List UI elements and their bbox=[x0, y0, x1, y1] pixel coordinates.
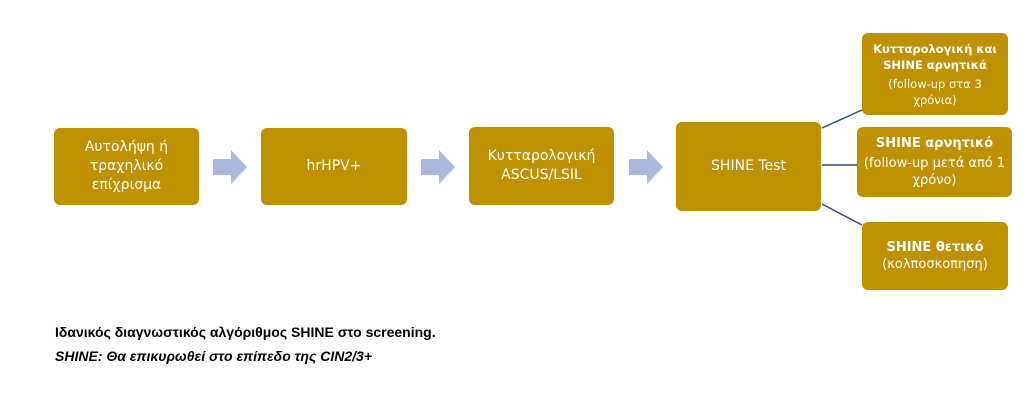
connector-line bbox=[821, 203, 863, 226]
figure-note: SHINE: Θα επικυρωθεί στο επίπεδο της CIN… bbox=[55, 348, 373, 364]
flow-step-cytology: Κυτταρολογική ASCUS/LSIL bbox=[469, 127, 614, 205]
outcome-title: Κυτταρολογική και SHINE αρνητικά bbox=[873, 41, 997, 72]
outcome-subtitle: (κολποσκοπηση) bbox=[882, 256, 988, 272]
outcome-shine-positive: SHINE θετικό (κολποσκοπηση) bbox=[862, 222, 1008, 290]
outcome-shine-negative: SHINE αρνητικό (follow-up μετά από 1 χρό… bbox=[857, 127, 1012, 197]
right-arrow-icon bbox=[629, 150, 663, 184]
flow-step-sampling: Αυτολήψη ή τραχηλικό επίχρισμα bbox=[54, 128, 199, 205]
step-label: SHINE Test bbox=[711, 158, 786, 174]
right-arrow-icon bbox=[213, 150, 247, 184]
flow-step-shine-test: SHINE Test bbox=[676, 122, 821, 211]
outcome-title: SHINE αρνητικό bbox=[875, 135, 994, 151]
figure-caption: Ιδανικός διαγνωστικός αλγόριθμος SHINE σ… bbox=[55, 324, 436, 340]
step-label: Αυτολήψη ή τραχηλικό επίχρισμα bbox=[84, 139, 169, 193]
outcome-title: SHINE θετικό bbox=[886, 239, 984, 255]
outcome-subtitle: (follow-up μετά από 1 χρόνο) bbox=[863, 155, 1006, 188]
connector-line bbox=[821, 109, 863, 129]
right-arrow-icon bbox=[421, 150, 455, 184]
step-label: Κυτταρολογική ASCUS/LSIL bbox=[487, 148, 596, 183]
flow-step-hrhpv: hrHPV+ bbox=[261, 128, 407, 205]
outcome-subtitle: (follow-up στα 3 χρόνια) bbox=[888, 76, 982, 107]
step-label: hrHPV+ bbox=[306, 158, 362, 174]
outcome-both-negative: Κυτταρολογική και SHINE αρνητικά (follow… bbox=[862, 33, 1008, 115]
